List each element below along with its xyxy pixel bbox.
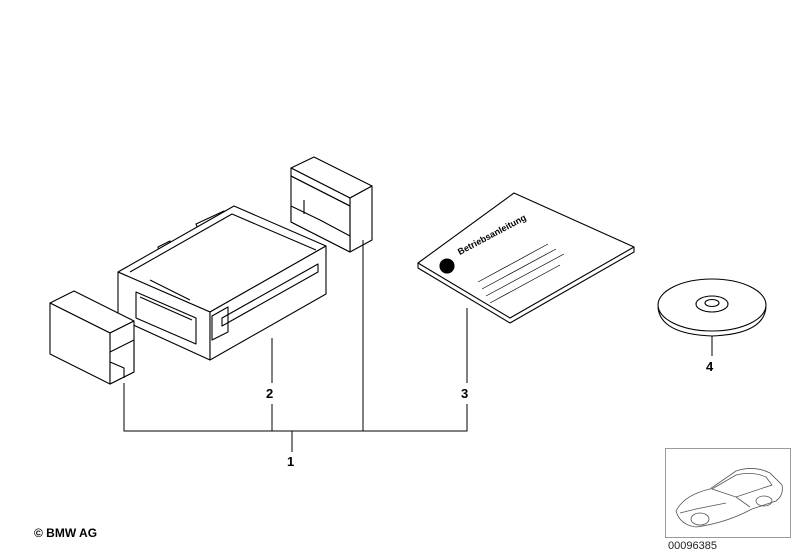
bmw-logo-icon [439, 258, 455, 274]
callout-3: 3 [461, 386, 469, 401]
player-unit [117, 205, 327, 361]
diagram-number: 00096385 [668, 540, 717, 552]
mount-bracket-right [290, 156, 373, 253]
operating-manual-booklet [417, 192, 635, 324]
callout-1: 1 [287, 454, 295, 469]
callout-2: 2 [266, 386, 274, 401]
leader-lines [123, 240, 713, 452]
copyright-notice: © BMW AG [34, 526, 98, 540]
callout-4: 4 [706, 359, 714, 374]
vehicle-thumbnail [665, 448, 791, 538]
mount-bracket-left [49, 290, 135, 385]
software-cd [657, 278, 767, 337]
car-icon [675, 468, 783, 528]
